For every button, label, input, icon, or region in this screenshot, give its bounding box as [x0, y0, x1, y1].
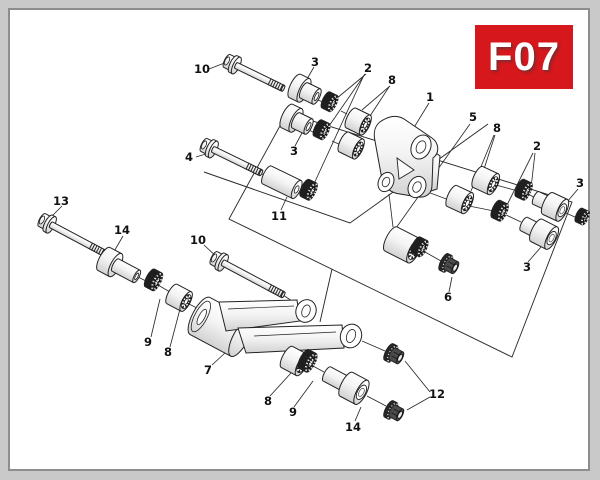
callout-3: 3: [290, 144, 298, 158]
callout-6: 6: [444, 290, 452, 304]
callout-7: 7: [204, 363, 212, 377]
part-bearing-2c: [514, 178, 533, 201]
callout-14: 14: [114, 223, 130, 237]
part-bearing-2a: [320, 91, 339, 113]
part-linkage-arm-7: [187, 296, 363, 357]
callout-8: 8: [164, 345, 172, 359]
part-nut-12a: [383, 343, 405, 365]
callout-4: 4: [185, 150, 193, 164]
callout-8: 8: [493, 121, 501, 135]
part-spacer-14-left: [96, 246, 142, 284]
figure-code: F07: [488, 34, 560, 79]
part-bushing-3a: [287, 73, 322, 105]
part-locknut-right: [574, 207, 590, 226]
part-bolt-4: [199, 137, 264, 177]
figure-badge: F07: [475, 25, 573, 89]
part-bolt-10-top: [222, 53, 286, 92]
callout-5: 5: [469, 110, 477, 124]
callout-2: 2: [364, 61, 372, 75]
callout-1: 1: [426, 90, 434, 104]
axis-connector-line: [319, 268, 333, 323]
part-spacer-11: [261, 165, 303, 200]
callout-2: 2: [533, 139, 541, 153]
part-bearing-2d: [490, 199, 509, 222]
part-needle-bushing-8c: [471, 165, 501, 196]
part-bushing-3b: [279, 103, 314, 135]
callout-11: 11: [271, 209, 287, 223]
part-bearing-2b: [312, 119, 331, 141]
callout-8: 8: [388, 73, 396, 87]
callout-3: 3: [576, 176, 584, 190]
callout-8: 8: [264, 394, 272, 408]
part-bolt-10-bottom: [209, 251, 286, 299]
part-needle-bushing-8b: [337, 131, 365, 160]
part-bearing-9a: [143, 268, 164, 292]
callout-9: 9: [289, 405, 297, 419]
part-bearing-2e: [410, 236, 429, 258]
part-nut-12b: [383, 400, 405, 422]
callout-3: 3: [311, 55, 319, 69]
part-needle-bushing-8a: [344, 107, 372, 136]
part-bushing-3d: [519, 216, 560, 250]
part-rocker-bracket-1: [373, 115, 441, 199]
callout-12: 12: [429, 387, 445, 401]
callout-3: 3: [523, 260, 531, 274]
part-needle-bushing-8e: [165, 283, 193, 312]
callout-14: 14: [345, 420, 361, 434]
callout-10: 10: [194, 62, 210, 76]
part-bearing-2f: [299, 178, 318, 201]
callout-13: 13: [53, 194, 69, 208]
part-bearing-9b: [297, 349, 318, 373]
callout-10: 10: [190, 233, 206, 247]
part-bolt-13: [37, 213, 107, 257]
part-nut-6: [438, 253, 460, 275]
part-spacer-14-bottom: [321, 366, 370, 405]
callout-9: 9: [144, 335, 152, 349]
part-bushing-3c: [531, 191, 570, 222]
group-box-upper: [203, 123, 489, 224]
part-needle-bushing-8d: [445, 184, 475, 215]
